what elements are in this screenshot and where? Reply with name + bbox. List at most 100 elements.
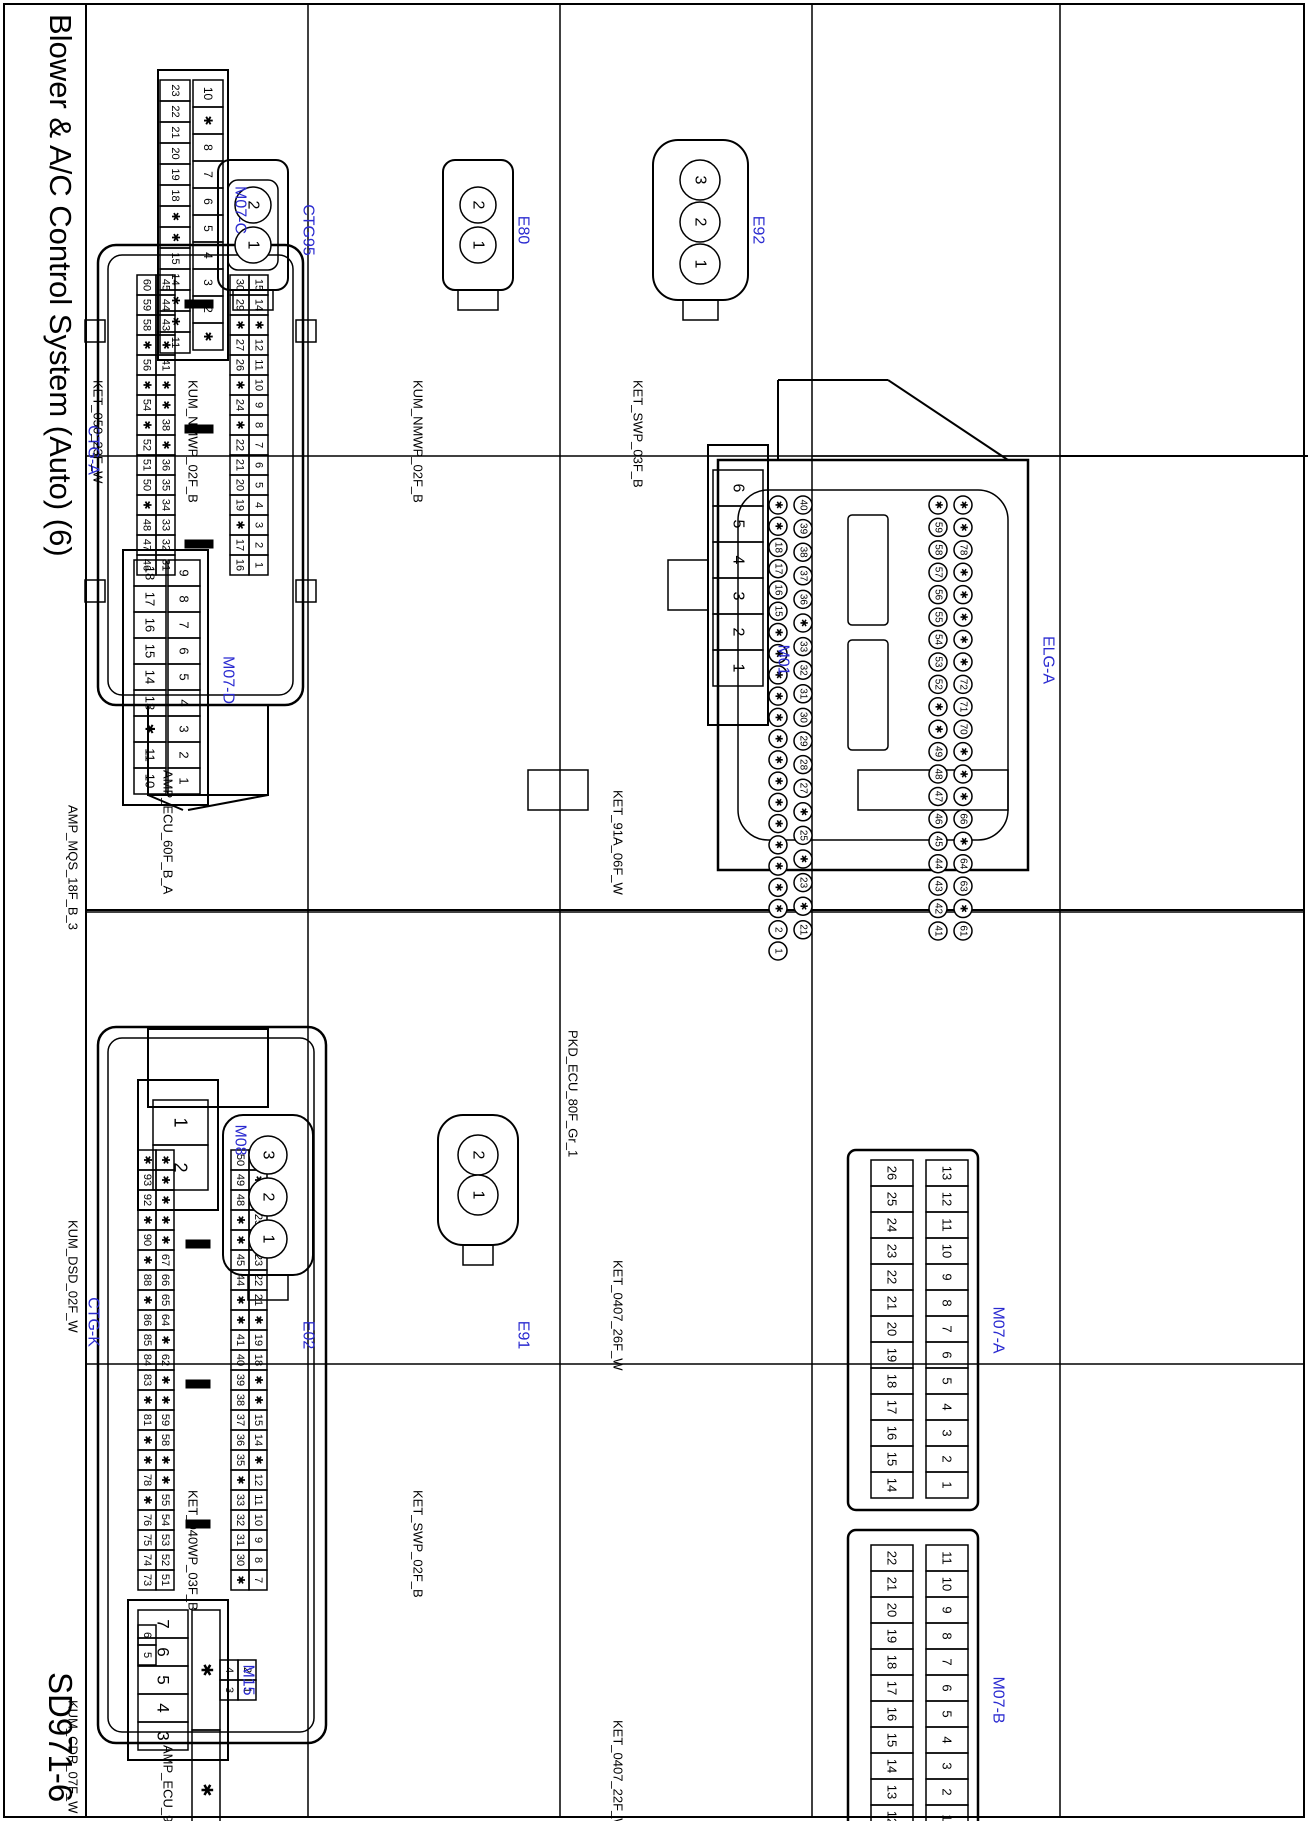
pin-cavity bbox=[248, 1135, 288, 1175]
pin-label: 62 bbox=[159, 1354, 171, 1366]
pin-label: 17 bbox=[885, 1400, 900, 1414]
pin-label: 15 bbox=[253, 279, 265, 291]
pin-label: 2 bbox=[201, 306, 215, 313]
pin-label: 16 bbox=[885, 1707, 900, 1721]
pin-label: 21 bbox=[234, 459, 246, 471]
pin-label: 14 bbox=[143, 670, 158, 684]
pin-cavity bbox=[457, 1174, 499, 1216]
pin-cavity bbox=[679, 201, 721, 243]
pin-label: 1 bbox=[241, 1687, 253, 1693]
pin-cavity bbox=[928, 898, 948, 919]
pin-cavity bbox=[928, 562, 948, 583]
pin-label: 72 bbox=[958, 679, 969, 691]
pin-label: 53 bbox=[933, 656, 944, 668]
pin-label: 56 bbox=[141, 359, 153, 371]
pin-label: ✱ bbox=[234, 380, 246, 389]
outline bbox=[442, 159, 514, 291]
key-rib bbox=[184, 299, 214, 309]
pin-label: 44 bbox=[234, 1274, 246, 1286]
pin-label: 6 bbox=[141, 1632, 153, 1638]
pin-label: 10 bbox=[143, 774, 158, 788]
pin-label: ✱ bbox=[773, 713, 784, 721]
pin-label: 64 bbox=[958, 858, 969, 870]
pin-label: 45 bbox=[234, 1254, 246, 1266]
pin-label: 31 bbox=[234, 1534, 246, 1546]
pin-label: ✱ bbox=[773, 819, 784, 827]
pin-label: 33 bbox=[798, 641, 809, 653]
pin-cavity bbox=[793, 896, 813, 916]
connector-name: E91 bbox=[515, 1321, 532, 1350]
pin-label: 50 bbox=[141, 479, 153, 491]
pin-label: 47 bbox=[933, 791, 944, 803]
pin-label: 3 bbox=[940, 1762, 955, 1769]
pin-label: ✱ bbox=[160, 400, 172, 409]
pin-label: 31 bbox=[798, 688, 809, 700]
pin-label: 49 bbox=[234, 1174, 246, 1186]
pin-label: 28 bbox=[798, 759, 809, 771]
pin-label: 2 bbox=[730, 628, 747, 637]
pin-cavity bbox=[953, 674, 973, 695]
pin-label: ✱ bbox=[933, 501, 944, 509]
pin-label: ✱ bbox=[201, 115, 215, 125]
pin-label: 15 bbox=[169, 252, 181, 264]
pin-label: ✱ bbox=[159, 1215, 171, 1224]
pin-label: 14 bbox=[252, 1434, 264, 1446]
pin-label: 17 bbox=[885, 1681, 900, 1695]
outline bbox=[462, 1244, 494, 1266]
pin-label: 88 bbox=[141, 1274, 153, 1286]
pin-label: ✱ bbox=[252, 1375, 264, 1384]
pin-label: 11 bbox=[940, 1551, 955, 1565]
connector-part-number: KUM_CDR_07F_W bbox=[66, 1700, 81, 1814]
pin-label: 10 bbox=[252, 1514, 264, 1526]
pin-label: 21 bbox=[798, 924, 809, 936]
pin-label: ✱ bbox=[141, 1255, 153, 1264]
pin-label: 12 bbox=[252, 1474, 264, 1486]
key-rib bbox=[184, 539, 214, 549]
pin-cell bbox=[167, 767, 201, 795]
pin-label: 32 bbox=[798, 665, 809, 677]
pin-label: 13 bbox=[143, 696, 158, 710]
pin-label: 26 bbox=[885, 1166, 900, 1180]
pin-label: 2 bbox=[470, 201, 487, 210]
pin-label: ✱ bbox=[141, 1395, 153, 1404]
pin-label: 16 bbox=[234, 559, 246, 571]
outline bbox=[457, 289, 499, 311]
pin-label: 65 bbox=[159, 1294, 171, 1306]
pin-cavity bbox=[928, 853, 948, 874]
pin-label: 4 bbox=[730, 556, 747, 565]
pin-label: ✱ bbox=[252, 1455, 264, 1464]
pin-label: 33 bbox=[234, 1494, 246, 1506]
connector-part-number: KET_0407_22F_W bbox=[611, 1720, 626, 1821]
pin-label: 18 bbox=[773, 542, 784, 554]
pin-cavity bbox=[679, 159, 721, 201]
pin-label: 3 bbox=[177, 725, 192, 732]
pin-label: 35 bbox=[234, 1454, 246, 1466]
pin-label: 8 bbox=[252, 1557, 264, 1563]
pin-cavity bbox=[953, 764, 973, 784]
pin-cavity bbox=[793, 518, 813, 539]
connector-m07c: 10✱8765432✱232221201918✱✱1514✱✱11M07-CKE… bbox=[91, 69, 249, 484]
pin-label: ✱ bbox=[958, 770, 969, 778]
pin-cavity bbox=[928, 741, 948, 762]
pin-label: ✱ bbox=[234, 1215, 246, 1224]
pin-label: 4 bbox=[201, 252, 215, 259]
pin-cavity bbox=[248, 1177, 288, 1217]
pin-label: ✱ bbox=[773, 692, 784, 700]
outline bbox=[96, 1025, 328, 1745]
pin-label: 2 bbox=[940, 1455, 955, 1462]
pin-cavity bbox=[768, 813, 788, 834]
pin-label: 54 bbox=[141, 399, 153, 411]
pin-cavity bbox=[928, 540, 948, 560]
pin-label: 2 bbox=[245, 201, 262, 210]
pin-label: 41 bbox=[933, 925, 944, 937]
pin-label: 1 bbox=[940, 1481, 955, 1488]
pin-label: 11 bbox=[169, 337, 181, 348]
pin-cavity bbox=[928, 517, 948, 538]
pin-label: ✱ bbox=[160, 380, 172, 389]
pin-label: 5 bbox=[940, 1710, 955, 1717]
pin-label: 37 bbox=[798, 570, 809, 582]
pin-label: 24 bbox=[234, 399, 246, 411]
